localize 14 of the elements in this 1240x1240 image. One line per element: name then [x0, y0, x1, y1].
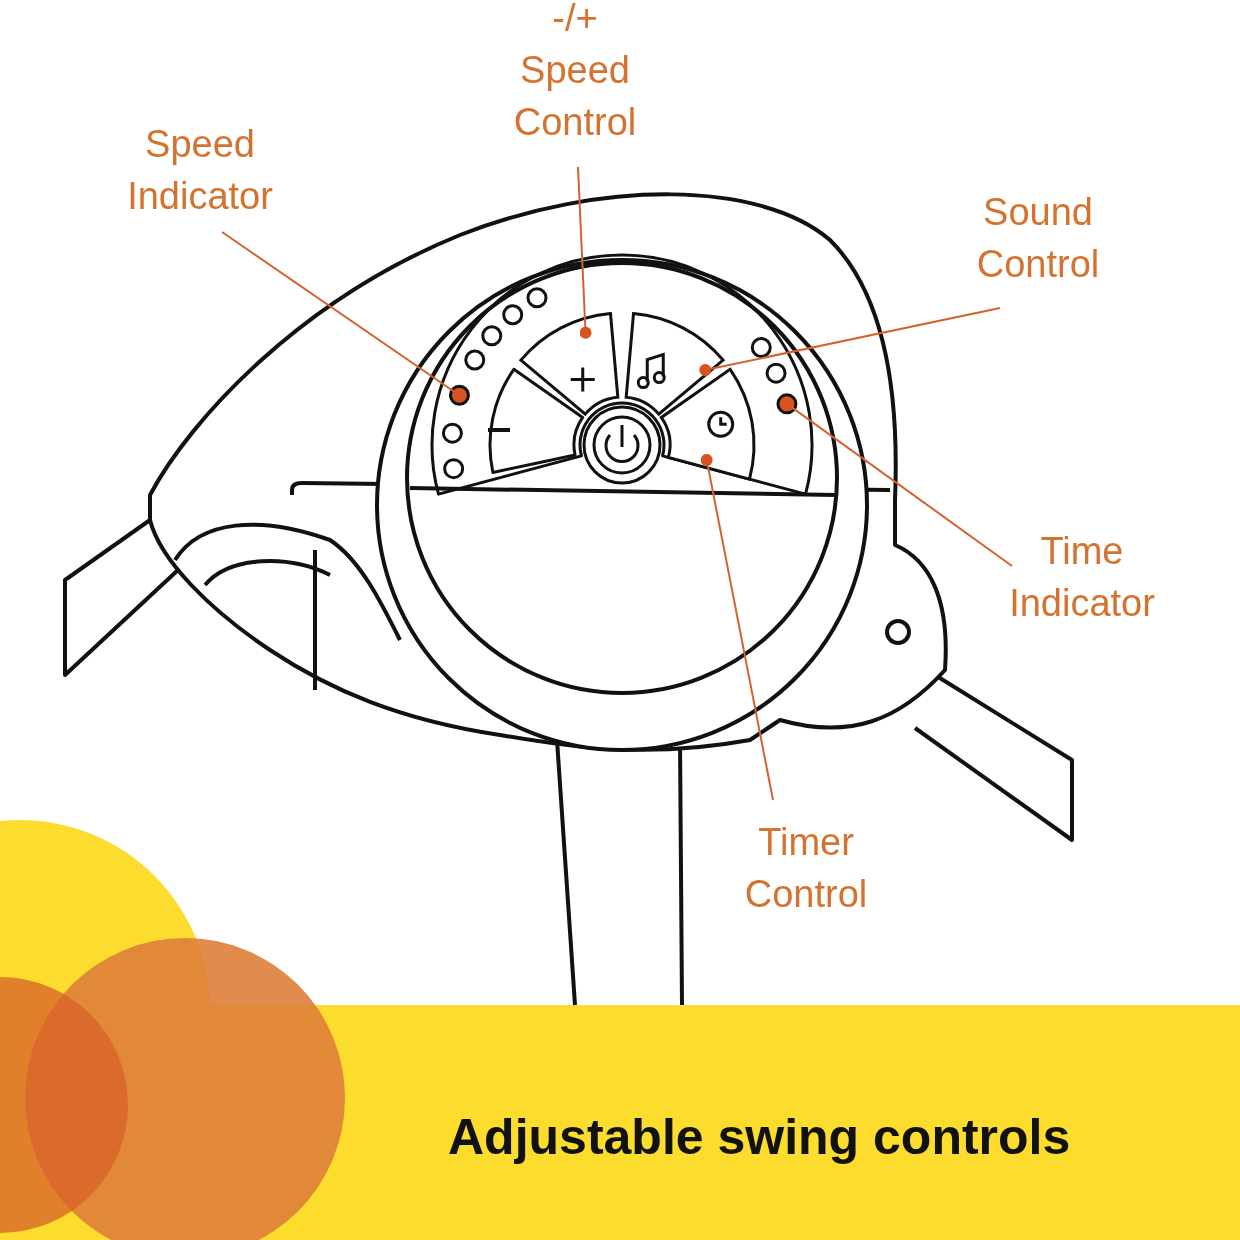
indicator-light [776, 393, 798, 415]
leader-line [700, 453, 774, 801]
leader-line [577, 166, 592, 339]
leader-line [699, 307, 1001, 377]
callout-label: Time Indicator [1009, 525, 1155, 629]
callout-label: -/+ Speed Control [513, 0, 637, 148]
callout-label: Sound Control [976, 186, 1100, 290]
callout-label: Speed Indicator [127, 118, 273, 222]
callout-label: Timer Control [744, 816, 868, 920]
sound-button [624, 312, 725, 416]
caption: Adjustable swing controls [448, 1108, 1071, 1166]
indicator-light [448, 384, 470, 406]
timer-button [659, 367, 756, 481]
plus-button [519, 312, 620, 416]
